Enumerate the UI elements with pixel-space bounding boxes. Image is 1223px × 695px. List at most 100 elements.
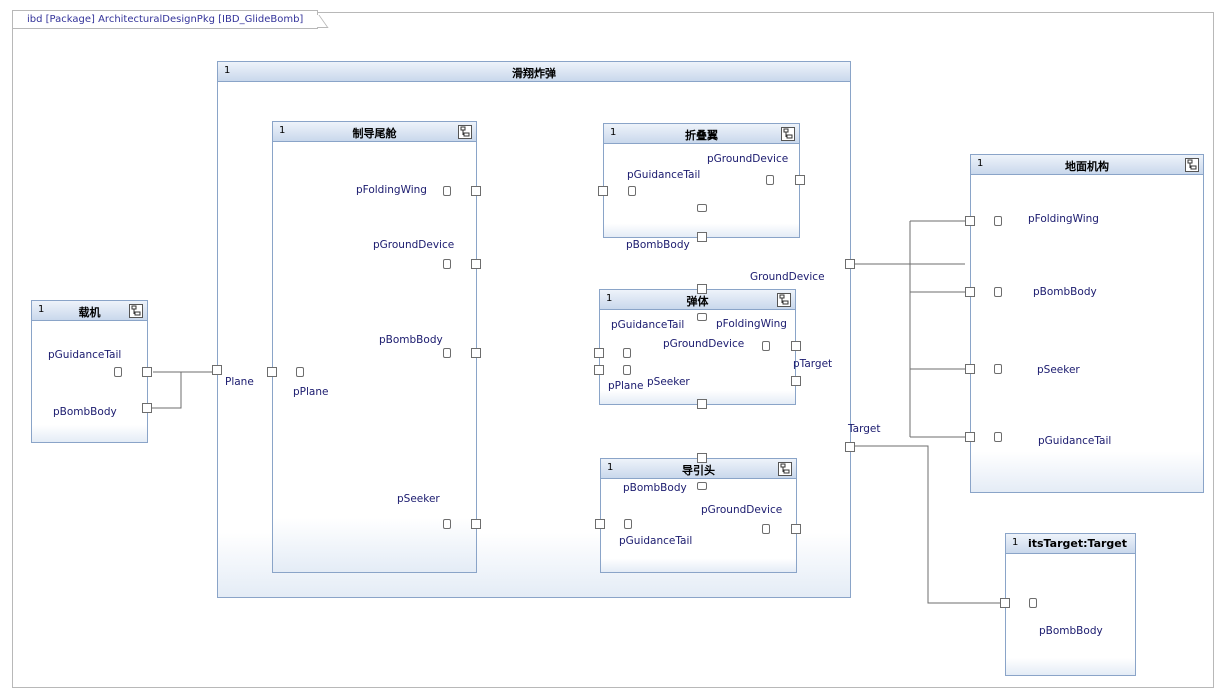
block-header: 1 itsTarget:Target xyxy=(1006,534,1135,554)
label-tail-bombbody: pBombBody xyxy=(379,334,443,346)
port-ground-foldingwing[interactable] xyxy=(965,216,975,226)
label-carrier-guidance: pGuidanceTail xyxy=(48,349,122,361)
label-tail-grounddevice: pGroundDevice xyxy=(373,239,455,251)
pin-ground-seeker[interactable] xyxy=(994,364,1002,374)
port-body-plane[interactable] xyxy=(594,365,604,375)
port-body-top[interactable] xyxy=(697,284,707,294)
port-wing-bombbody[interactable] xyxy=(697,232,707,242)
block-header: 1 地面机构 xyxy=(971,155,1203,175)
label-glide-plane: Plane xyxy=(225,376,254,388)
label-ground-bombbody: pBombBody xyxy=(1033,286,1097,298)
label-seeker-guidance: pGuidanceTail xyxy=(619,535,693,547)
pin-tail-grounddevice[interactable] xyxy=(443,259,451,269)
label-wing-bombbody: pBombBody xyxy=(626,239,690,251)
port-ground-bombbody[interactable] xyxy=(965,287,975,297)
multiplicity: 1 xyxy=(224,65,231,76)
port-tail-seeker[interactable] xyxy=(471,519,481,529)
port-ground-guidance[interactable] xyxy=(965,432,975,442)
block-header: 1 弹体 xyxy=(600,290,795,310)
block-folding-wing[interactable]: 1 折叠翼 xyxy=(603,123,800,238)
block-name: 折叠翼 xyxy=(685,129,718,142)
block-header: 1 折叠翼 xyxy=(604,124,799,144)
block-header: 1 制导尾舱 xyxy=(273,122,476,142)
block-seeker[interactable]: 1 导引头 xyxy=(600,458,797,573)
label-tail-seeker: pSeeker xyxy=(397,493,440,505)
pin-seeker-grounddevice[interactable] xyxy=(762,524,770,534)
port-body-target[interactable] xyxy=(791,376,801,386)
label-body-grounddevice: pGroundDevice xyxy=(663,338,745,350)
port-tail-plane[interactable] xyxy=(267,367,277,377)
structure-icon xyxy=(778,462,792,476)
port-tail-foldingwing[interactable] xyxy=(471,186,481,196)
pin-carrier-guidance[interactable] xyxy=(114,367,122,377)
block-header: 1 滑翔炸弹 xyxy=(218,62,850,82)
port-glide-grounddevice[interactable] xyxy=(845,259,855,269)
port-wing-guidance[interactable] xyxy=(598,186,608,196)
diagram-frame-title: ibd [Package] ArchitecturalDesignPkg [IB… xyxy=(12,10,319,29)
pin-ground-guidance[interactable] xyxy=(994,432,1002,442)
pin-ground-bombbody[interactable] xyxy=(994,287,1002,297)
label-carrier-bombbody: pBombBody xyxy=(53,406,117,418)
port-tail-bombbody[interactable] xyxy=(471,348,481,358)
pin-tail-foldingwing[interactable] xyxy=(443,186,451,196)
block-ground-mechanism[interactable]: 1 地面机构 xyxy=(970,154,1204,493)
multiplicity: 1 xyxy=(977,158,984,169)
label-body-target: pTarget xyxy=(793,358,833,370)
port-glide-target[interactable] xyxy=(845,442,855,452)
multiplicity: 1 xyxy=(279,125,286,136)
port-body-bombbody[interactable] xyxy=(594,348,604,358)
block-guidance-tail[interactable]: 1 制导尾舱 xyxy=(272,121,477,573)
port-carrier-bombbody[interactable] xyxy=(142,403,152,413)
structure-icon xyxy=(1185,158,1199,172)
label-seeker-grounddevice: pGroundDevice xyxy=(701,504,783,516)
block-carrier[interactable]: 1 载机 xyxy=(31,300,148,443)
label-target-bombbody: pBombBody xyxy=(1039,625,1103,637)
pin-tail-plane[interactable] xyxy=(296,367,304,377)
label-tail-plane: pPlane xyxy=(293,386,329,398)
port-ground-seeker[interactable] xyxy=(965,364,975,374)
label-body-guidance: pGuidanceTail xyxy=(611,319,685,331)
label-wing-grounddevice: pGroundDevice xyxy=(707,153,789,165)
pin-ground-foldingwing[interactable] xyxy=(994,216,1002,226)
label-ground-guidance: pGuidanceTail xyxy=(1038,435,1112,447)
multiplicity: 1 xyxy=(607,462,614,473)
structure-icon xyxy=(458,125,472,139)
label-seeker-bombbody: pBombBody xyxy=(623,482,687,494)
connector-carrier-bombbody xyxy=(152,372,182,409)
pin-body-grounddevice[interactable] xyxy=(762,341,770,351)
port-body-grounddevice[interactable] xyxy=(791,341,801,351)
port-wing-grounddevice[interactable] xyxy=(795,175,805,185)
port-seeker-bombbody[interactable] xyxy=(697,453,707,463)
label-ground-seeker: pSeeker xyxy=(1037,364,1080,376)
label-body-seeker: pSeeker xyxy=(647,376,690,388)
block-header: 1 载机 xyxy=(32,301,147,321)
port-carrier-guidance[interactable] xyxy=(142,367,152,377)
multiplicity: 1 xyxy=(606,293,613,304)
structure-icon xyxy=(129,304,143,318)
block-name: 导引头 xyxy=(682,464,715,477)
pin-body-plane[interactable] xyxy=(623,365,631,375)
port-tail-grounddevice[interactable] xyxy=(471,259,481,269)
port-target-bombbody[interactable] xyxy=(1000,598,1010,608)
pin-wing-grounddevice[interactable] xyxy=(766,175,774,185)
pin-wing-guidance[interactable] xyxy=(628,186,636,196)
port-body-seeker[interactable] xyxy=(697,399,707,409)
pin-wing-bombbody[interactable] xyxy=(697,204,707,212)
port-seeker-guidance[interactable] xyxy=(595,519,605,529)
port-seeker-grounddevice[interactable] xyxy=(791,524,801,534)
pin-seeker-guidance[interactable] xyxy=(624,519,632,529)
pin-body-bombbody[interactable] xyxy=(623,348,631,358)
block-name: itsTarget:Target xyxy=(1027,537,1128,550)
block-its-target[interactable]: 1 itsTarget:Target xyxy=(1005,533,1136,676)
pin-body-top[interactable] xyxy=(697,313,707,321)
label-glide-target: Target xyxy=(848,423,881,435)
block-header: 1 导引头 xyxy=(601,459,796,479)
pin-target-bombbody[interactable] xyxy=(1029,598,1037,608)
port-glide-plane[interactable] xyxy=(212,365,222,375)
pin-tail-bombbody[interactable] xyxy=(443,348,451,358)
block-name: 滑翔炸弹 xyxy=(512,67,556,80)
multiplicity: 1 xyxy=(38,304,45,315)
label-wing-guidance: pGuidanceTail xyxy=(627,169,701,181)
pin-tail-seeker[interactable] xyxy=(443,519,451,529)
pin-seeker-bombbody[interactable] xyxy=(697,482,707,490)
